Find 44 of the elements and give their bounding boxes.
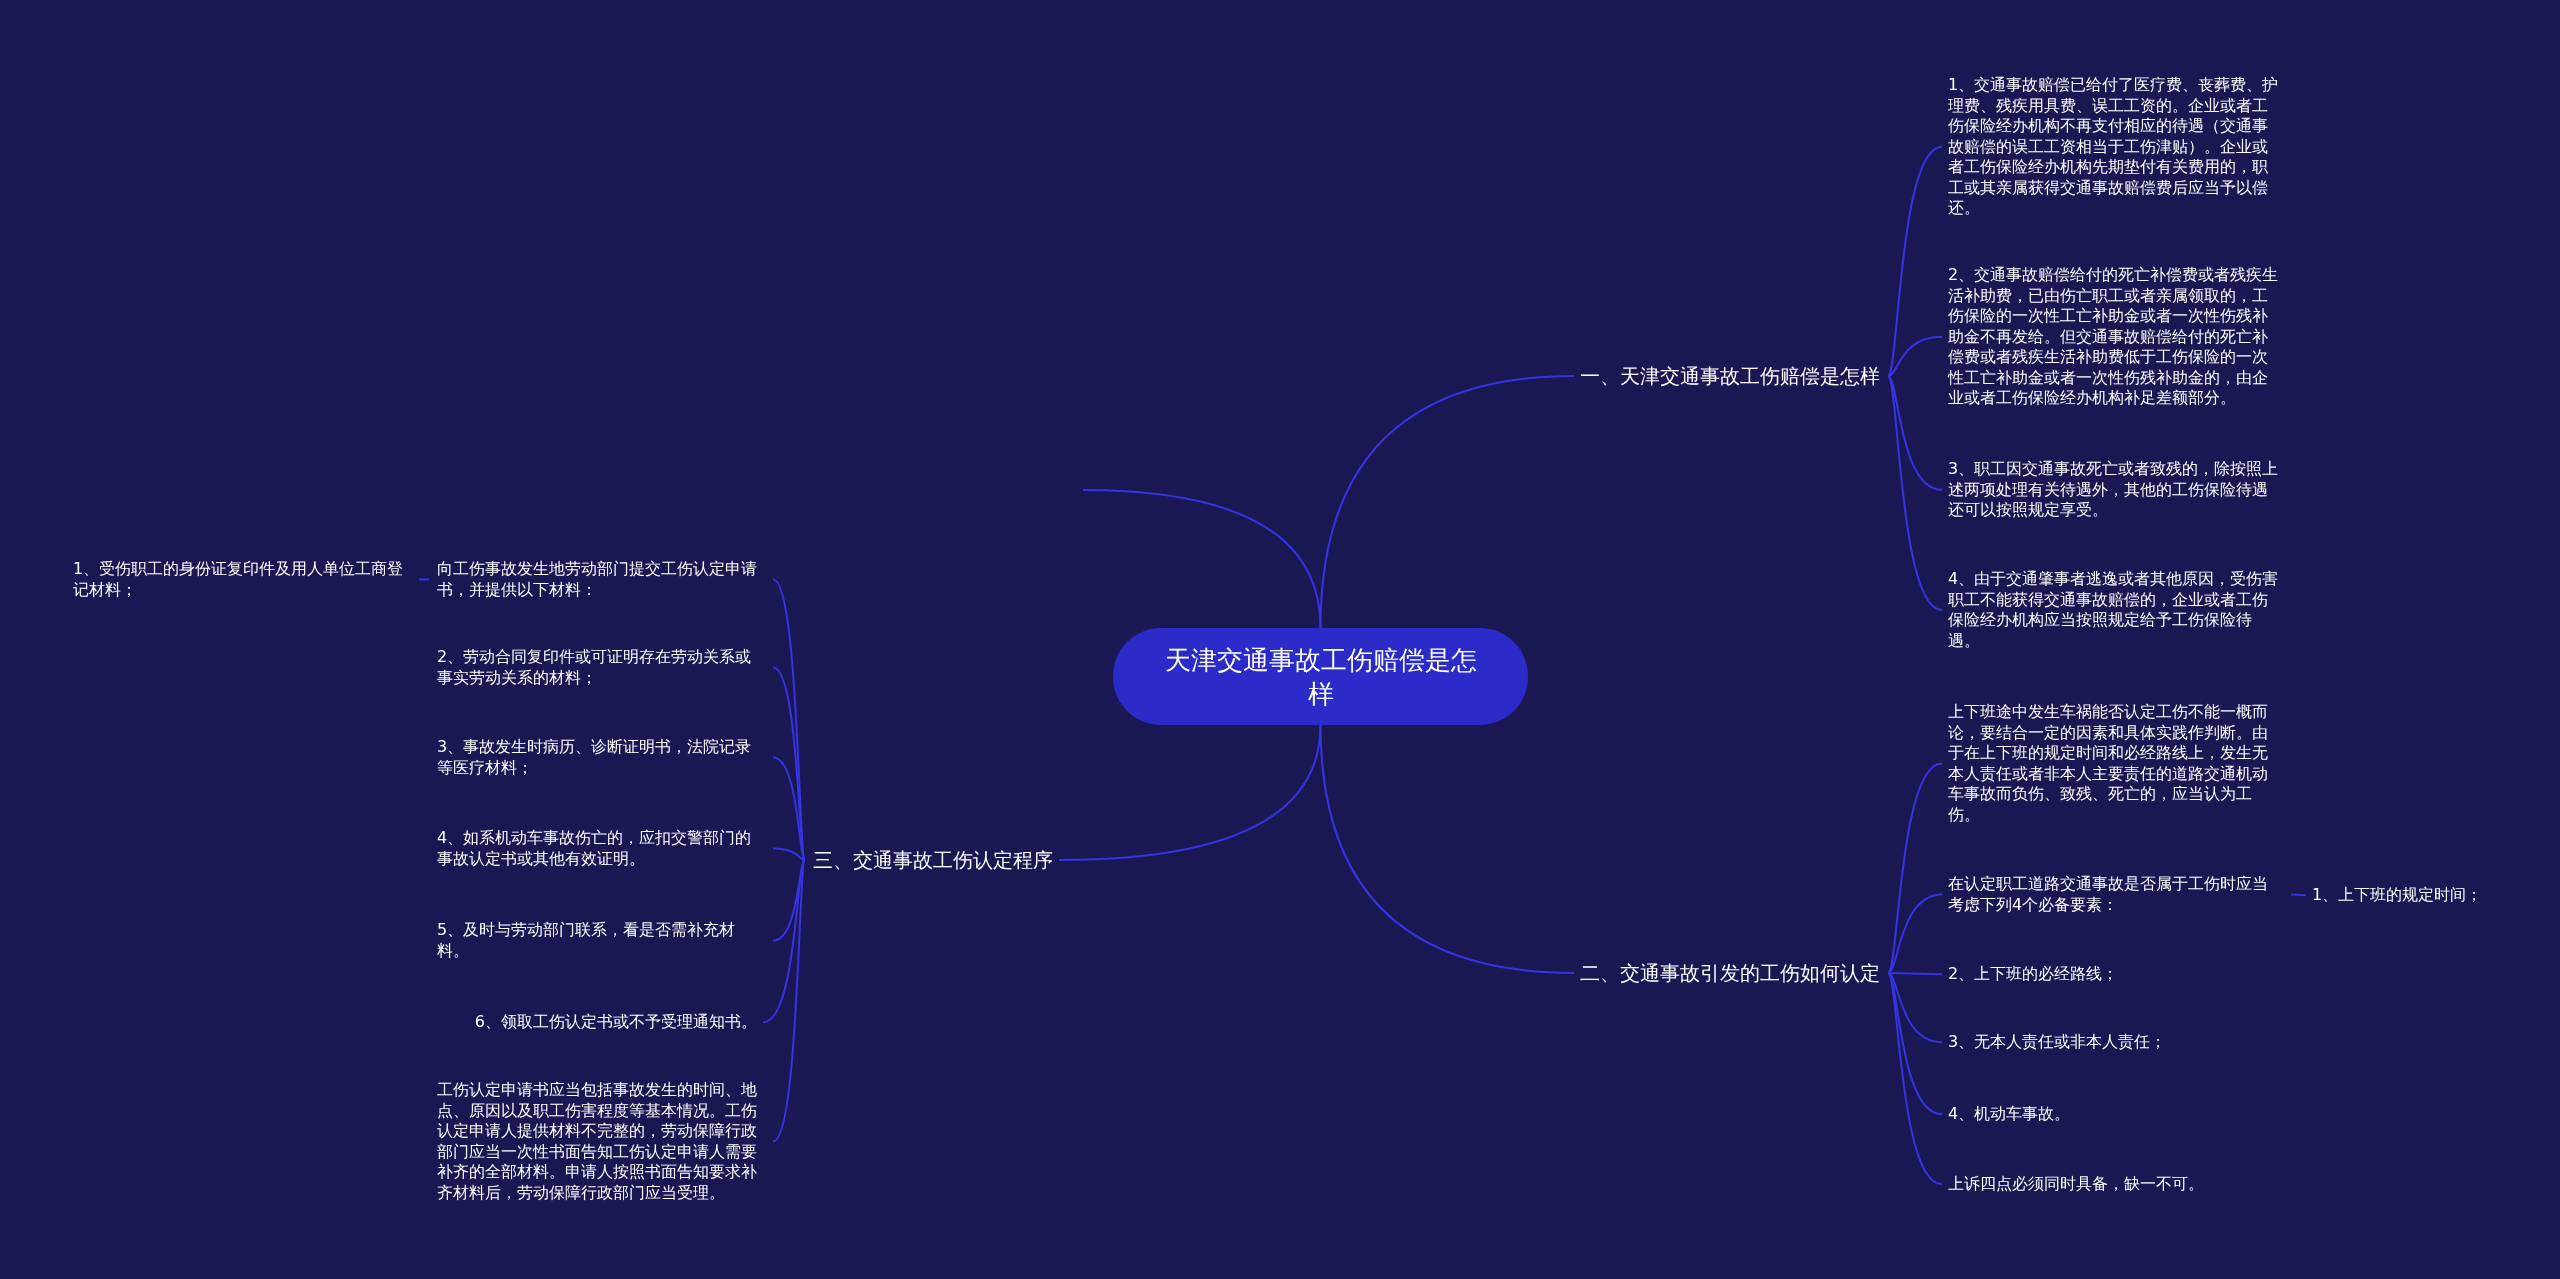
subtopic-text: 3、无本人责任或非本人责任；: [1948, 1032, 2283, 1053]
connector-line: [1887, 375, 1943, 491]
branch-topic: 一、天津交通事故工伤赔偿是怎样: [1580, 363, 1880, 389]
connector-line: [1319, 375, 1575, 629]
subtopic-text: 1、上下班的规定时间；: [2312, 885, 2560, 906]
subtopic-text: 2、劳动合同复印件或可证明存在劳动关系或事实劳动关系的材料；: [437, 647, 767, 688]
connector-line: [1887, 762, 1943, 974]
subtopic-text: 4、机动车事故。: [1948, 1104, 2283, 1125]
central-topic: 天津交通事故工伤赔偿是怎样: [1113, 628, 1528, 725]
connector-line: [772, 666, 806, 861]
connector-line: [762, 859, 806, 1024]
subtopic-text: 1、受伤职工的身份证复印件及用人单位工商登记材料；: [73, 559, 413, 600]
connector-line: [1319, 724, 1575, 974]
subtopic-text: 2、交通事故赔偿给付的死亡补偿费或者残疾生活补助费，已由伤亡职工或者亲属领取的，工伤保险的一次性工亡补助金或者一次性伤残补助金不再发给。但交通事故赔偿给付的死亡补偿费或者残疾生活补助费低于工伤保险的一次性工亡补助金或者一次性伤残补助金的，由企业或者工伤保险经办机构补足差额部分。: [1948, 265, 2283, 409]
connector-line: [1887, 972, 1943, 976]
subtopic-text: 4、如系机动车事故伤亡的，应扣交警部门的事故认定书或其他有效证明。: [437, 828, 767, 869]
connector-line: [1887, 335, 1943, 377]
connector-line: [1887, 972, 1943, 1044]
connector-line: [1082, 489, 1322, 629]
connector-line: [418, 578, 430, 581]
connector-line: [1887, 972, 1943, 1186]
subtopic-text: 6、领取工伤认定书或不予受理通知书。: [437, 1012, 757, 1033]
connector-line: [1887, 893, 1943, 974]
subtopic-text: 4、由于交通肇事者逃逸或者其他原因，受伤害职工不能获得交通事故赔偿的，企业或者工伤保险经办机构应当按照规定给予工伤保险待遇。: [1948, 569, 2283, 651]
subtopic-text: 2、上下班的必经路线；: [1948, 964, 2283, 985]
connector-line: [772, 859, 806, 1143]
subtopic-text: 1、交通事故赔偿已给付了医疗费、丧葬费、护理费、残疾用具费、误工工资的。企业或者工伤保险经办机构不再支付相应的待遇（交通事故赔偿的误工工资相当于工伤津贴）。企业或者工伤保险经办机构先期垫付有关费用的，职工或其亲属获得交通事故赔偿费后应当予以偿还。: [1948, 75, 2283, 219]
connector-line: [1887, 145, 1943, 377]
subtopic-text: 在认定职工道路交通事故是否属于工伤时应当考虑下列4个必备要素：: [1948, 874, 2283, 915]
subtopic-text: 3、职工因交通事故死亡或者致残的，除按照上述两项处理有关待遇外，其他的工伤保险待遇还可以按照规定享受。: [1948, 459, 2283, 521]
connector-line: [1058, 724, 1322, 861]
connector-line: [1887, 375, 1943, 611]
subtopic-text: 5、及时与劳动部门联系，看是否需补充材料。: [437, 920, 767, 961]
branch-topic: 三、交通事故工伤认定程序: [813, 847, 1053, 873]
subtopic-text: 向工伤事故发生地劳动部门提交工伤认定申请书，并提供以下材料：: [437, 559, 767, 600]
connector-line: [772, 756, 806, 861]
subtopic-text: 3、事故发生时病历、诊断证明书，法院记录等医疗材料；: [437, 737, 767, 778]
connector-line: [1887, 972, 1943, 1116]
connector-line: [772, 847, 806, 861]
subtopic-text: 工伤认定申请书应当包括事故发生的时间、地点、原因以及职工伤害程度等基本情况。工伤认定申请人提供材料不完整的，劳动保障行政部门应当一次性书面告知工伤认定申请人需要补齐的全部材料。申请人按照书面告知要求补齐材料后，劳动保障行政部门应当受理。: [437, 1080, 767, 1203]
subtopic-text: 上下班途中发生车祸能否认定工伤不能一概而论，要结合一定的因素和具体实践作判断。由于在上下班的规定时间和必经路线上，发生无本人责任或者非本人主要责任的道路交通机动车事故而负伤、致残、死亡的，应当认为工伤。: [1948, 702, 2283, 825]
subtopic-text: 上诉四点必须同时具备，缺一不可。: [1948, 1174, 2283, 1195]
branch-topic: 二、交通事故引发的工伤如何认定: [1580, 960, 1880, 986]
connector-line: [2290, 893, 2307, 897]
